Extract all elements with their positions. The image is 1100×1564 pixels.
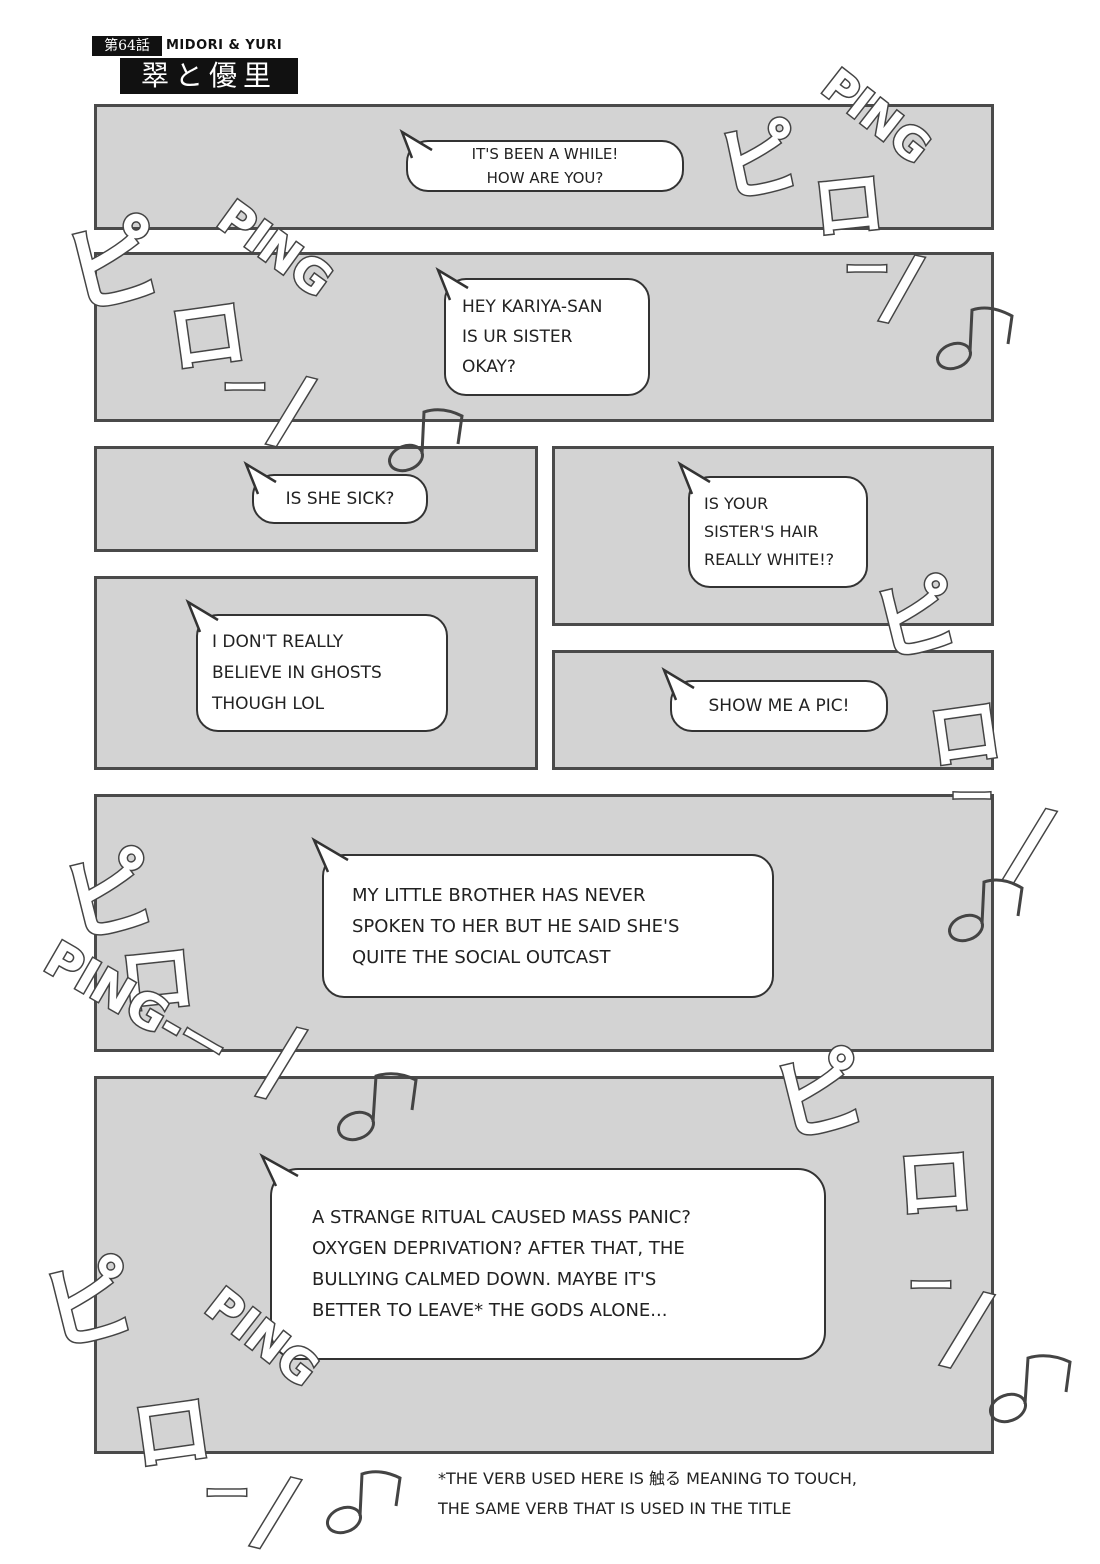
chapter-number: 第64話 [92,36,162,56]
speech-bubble-4: Is your sister's hair really white!? [688,476,868,588]
sfx-slash: / [1000,785,1062,902]
speech-bubble-7: My little brother has never spoken to he… [322,854,774,998]
panel-8 [94,1076,994,1454]
sfx-dash: ー [204,1467,250,1521]
chapter-header: 第64話 MIDORI & YURI 翠と優里 [92,36,302,98]
speech-text-3: Is she sick? [285,489,395,509]
speech-bubble-3: Is she sick? [252,474,428,524]
speech-text-1: It's been a while! How are you? [471,145,619,187]
speech-text-2: Hey Kariya-san is ur sister okay? [462,297,603,377]
speech-bubble-2: Hey Kariya-san is ur sister okay? [444,278,650,396]
chapter-title-japanese: 翠と優里 [120,58,298,94]
music-note-icon [989,1354,1072,1424]
speech-bubble-6: Show me a pic! [670,680,888,732]
speech-text-8: A strange ritual caused mass panic? Oxyg… [312,1207,691,1321]
speech-bubble-1: It's been a while! How are you? [406,140,684,192]
speech-bubble-8: A strange ritual caused mass panic? Oxyg… [270,1168,826,1360]
speech-bubble-5: I don't really believe in ghosts though … [196,614,448,732]
translator-footnote: *The verb used here is 触る meaning to tou… [438,1469,857,1518]
speech-text-6: Show me a pic! [708,696,850,716]
speech-text-7: My little brother has never spoken to he… [352,884,680,968]
speech-text-4: Is your sister's hair really white!? [704,494,835,569]
sfx-slash: / [247,1455,306,1564]
chapter-title-english: MIDORI & YURI [166,38,283,53]
music-note-icon [326,1470,402,1535]
speech-text-5: I don't really believe in ghosts though … [212,631,382,714]
